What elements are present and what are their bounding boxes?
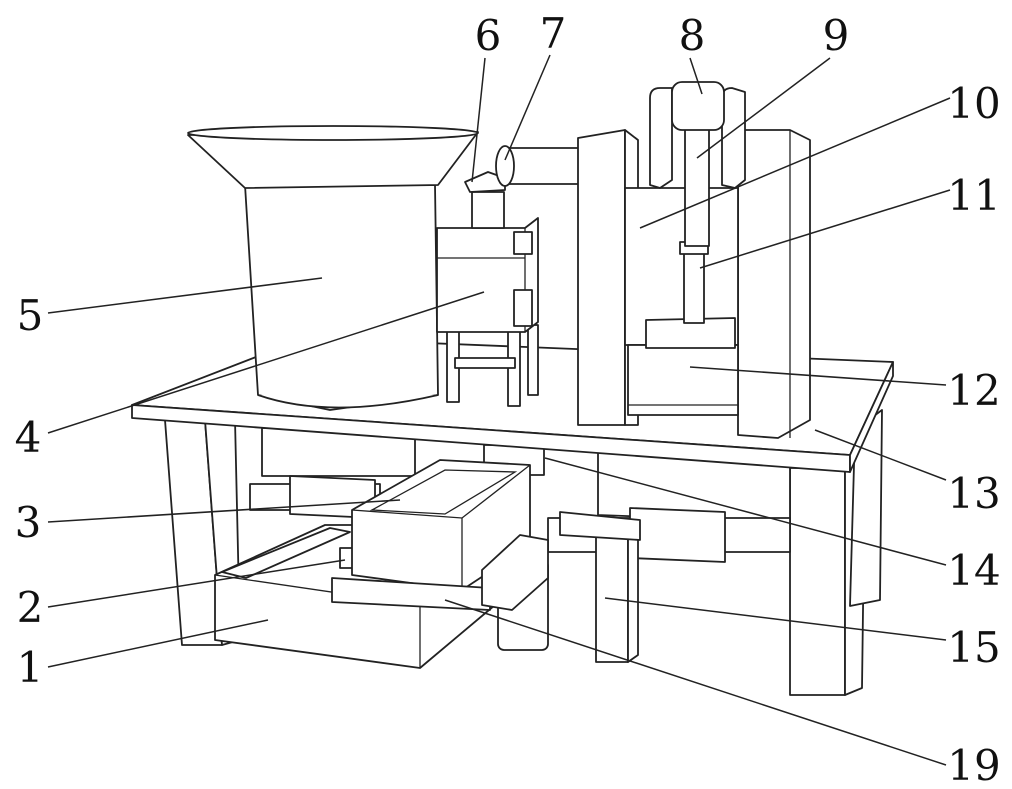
leader-2 [47,559,346,608]
leader-13 [814,429,947,481]
callout-10: 10 [947,79,1000,128]
pipe-flange-7 [495,145,515,187]
cylinder-9 [649,87,746,247]
hopper-bottom [257,394,439,409]
callout-9: 9 [823,11,850,60]
cylinder-body [684,127,710,247]
table-legs [164,409,883,696]
crusher-inlet [471,191,505,229]
callout-1: 1 [17,643,44,692]
cylinder-arm-right [721,87,746,189]
frame-left-post [577,129,626,426]
callout-11: 11 [947,171,1000,220]
crusher-4 [436,191,539,407]
screen-plate [221,527,351,579]
cylinder-cap [671,81,725,131]
callout-4: 4 [15,413,42,462]
crusher-latch-top [513,231,533,255]
shaft-pipe [504,147,586,185]
leader-1 [47,619,269,668]
leader-8 [689,57,703,95]
press-base-12 [627,344,739,416]
leader-19 [444,599,947,766]
leader-10 [639,97,951,229]
callout-3: 3 [15,498,42,547]
callout-2: 2 [17,583,44,632]
column-cap [559,511,641,541]
cap-8 [671,81,725,131]
callout-6: 6 [475,11,502,60]
callout-7: 7 [540,9,567,58]
callout-labels: 1 2 3 4 5 6 7 8 9 10 11 12 13 14 15 19 [15,9,1001,789]
leader-6 [471,57,486,183]
table-right-edge [849,361,894,473]
support-column-15 [559,511,641,663]
slide-block-right [629,507,726,563]
callout-19: 19 [947,741,1000,789]
crusher-latch-bottom [513,289,533,327]
callout-12: 12 [947,366,1000,415]
frame-right-post [737,129,811,439]
callout-14: 14 [947,546,1000,595]
hopper-rim [187,125,479,141]
stand-leg-3 [527,324,539,396]
press-plate [645,317,736,349]
column-front [595,529,629,663]
leader-lines [47,54,951,766]
box-inner [369,469,518,515]
leader-9 [696,57,831,159]
leader-4 [47,291,485,434]
leader-11 [699,189,951,269]
gear-pipe [464,145,586,193]
leader-7 [504,54,551,161]
stand-brace [454,357,516,369]
callout-13: 13 [947,469,1000,518]
hopper-body [244,184,439,411]
leg-front-right [789,467,846,696]
cylinder-arm-left [649,87,673,189]
leader-15 [604,597,947,641]
callout-5: 5 [17,291,44,340]
callout-8: 8 [679,11,706,60]
frame-block [481,534,549,611]
callout-15: 15 [947,623,1000,672]
leader-5 [47,277,323,314]
piston-rod [683,244,705,324]
column-side [627,523,639,663]
leader-12 [689,366,947,386]
leader-3 [47,499,401,523]
leader-14 [544,457,947,566]
